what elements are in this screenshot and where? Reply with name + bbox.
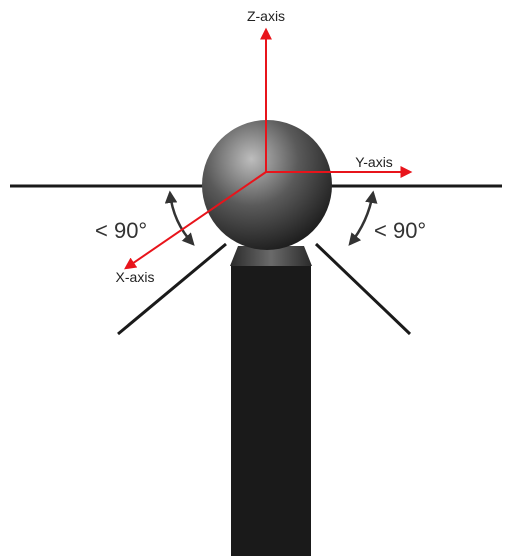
right-angle-label: < 90° bbox=[374, 218, 426, 243]
left-angled-line bbox=[117, 242, 227, 336]
right-angled-line bbox=[314, 242, 412, 336]
x-axis-label: X-axis bbox=[116, 269, 155, 285]
y-axis-label: Y-axis bbox=[355, 154, 393, 170]
left-angle-arc-arrow bbox=[164, 190, 195, 246]
z-axis-label: Z-axis bbox=[247, 8, 285, 24]
left-angle-label: < 90° bbox=[95, 218, 147, 243]
ball-neck bbox=[230, 246, 312, 266]
right-angle-arc-arrow bbox=[348, 190, 378, 246]
x-axis-arrow bbox=[124, 171, 267, 270]
post-stem bbox=[231, 264, 311, 556]
ball-joint-sphere bbox=[202, 120, 332, 250]
